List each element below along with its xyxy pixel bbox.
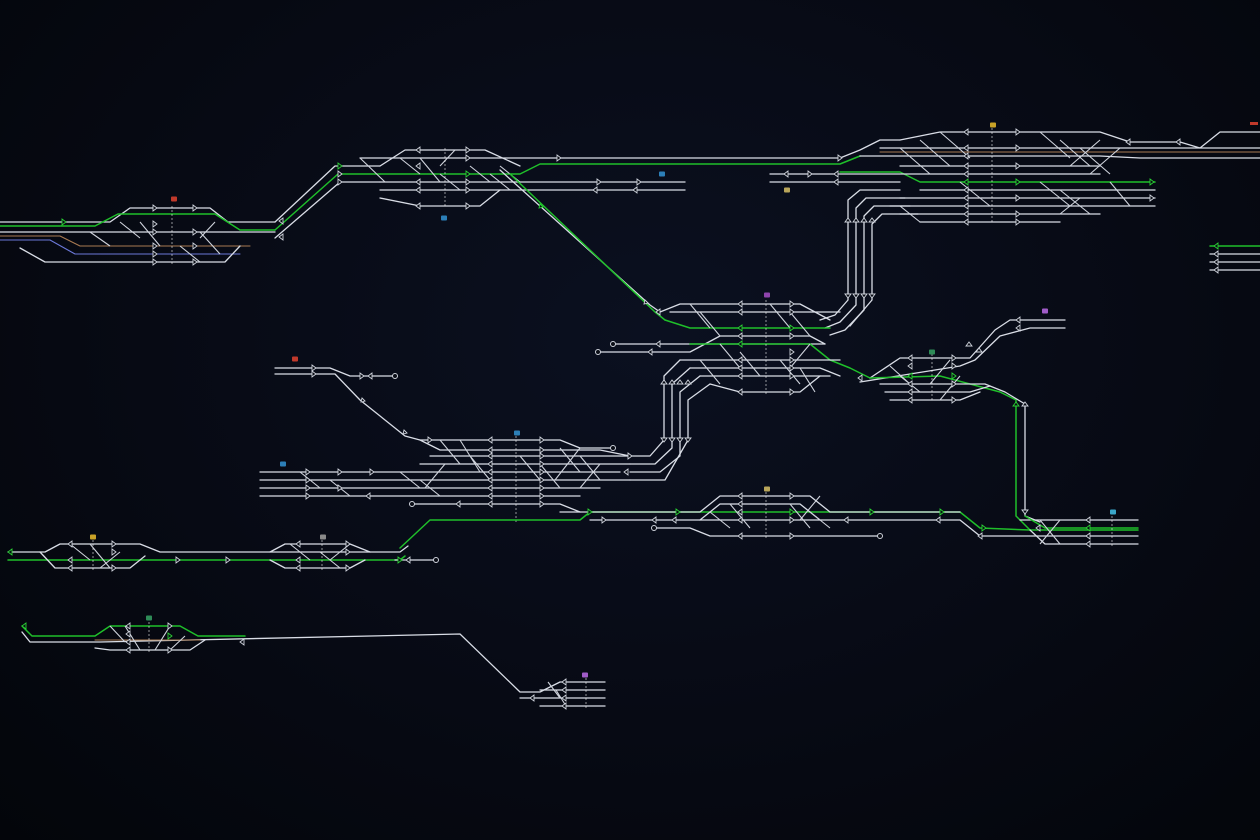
line-south-branch [21,622,606,710]
station-tag-west[interactable] [171,196,177,202]
station-north-central [359,139,901,321]
station-tag-east-terminal[interactable] [1042,308,1048,314]
stubs-east-edge [1209,242,1260,274]
station-tag-north-platform[interactable] [659,171,665,177]
station-tag-south-east[interactable] [764,486,770,492]
station-tag-south-central-west[interactable] [280,461,286,467]
yard-north-east [769,128,1260,336]
junction-central [595,300,871,481]
station-tag-south-branch-terminal[interactable] [582,672,588,678]
station-tag-central[interactable] [764,292,770,298]
junction-east [857,316,1066,531]
link-west-to-north [274,162,381,241]
line-south-east [399,492,1139,549]
station-tag-south-east-terminal[interactable] [1110,509,1116,515]
station-tag-north-east[interactable] [990,122,996,128]
station-tag-south-branch[interactable] [146,615,152,621]
station-tag-north-east-siding[interactable] [784,187,790,193]
station-tag-west-spur[interactable] [292,356,298,362]
station-tag-south-west-2[interactable] [320,534,326,540]
station-tag-north-central[interactable] [441,215,447,221]
yard-west-top [0,204,276,266]
yard-south-central [259,364,633,522]
line-south-west [7,540,439,572]
alarm-indicator [1250,122,1258,125]
station-tag-south-west[interactable] [90,534,96,540]
station-tag-south-central[interactable] [514,430,520,436]
station-tag-east[interactable] [929,349,935,355]
